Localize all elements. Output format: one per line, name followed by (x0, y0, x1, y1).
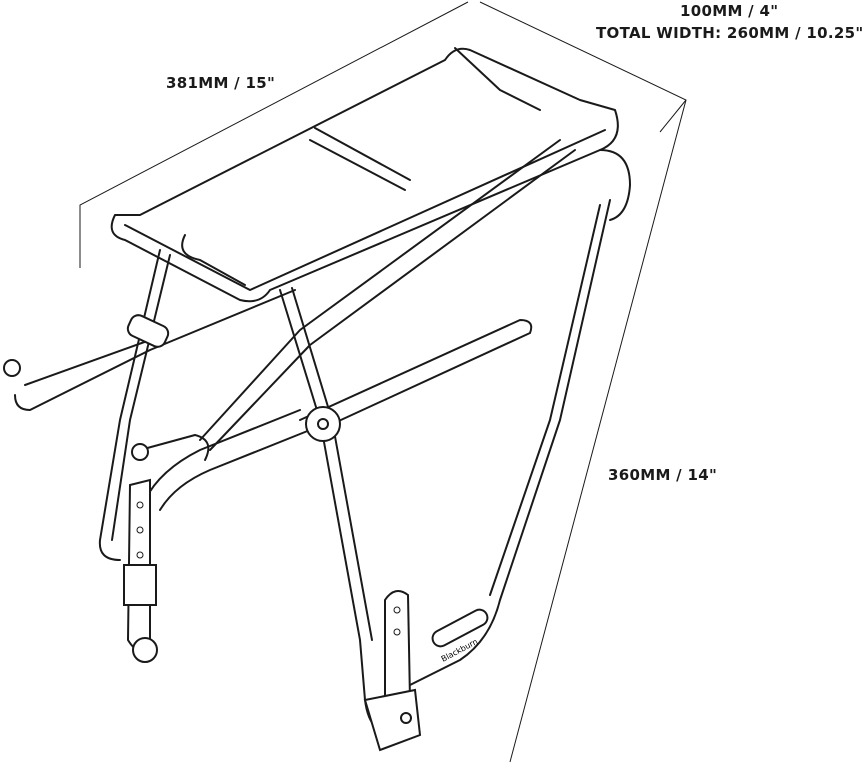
rack-joints (3, 314, 341, 461)
rack-platform (110, 47, 631, 303)
mount-plates (123, 478, 489, 752)
depth-label: 100MM / 4" (680, 2, 779, 20)
dimension-lines (79, 1, 687, 763)
total-width-label: TOTAL WIDTH: 260MM / 10.25" (596, 24, 864, 42)
length-label: 381MM / 15" (166, 74, 276, 92)
height-label: 360MM / 14" (608, 466, 718, 484)
